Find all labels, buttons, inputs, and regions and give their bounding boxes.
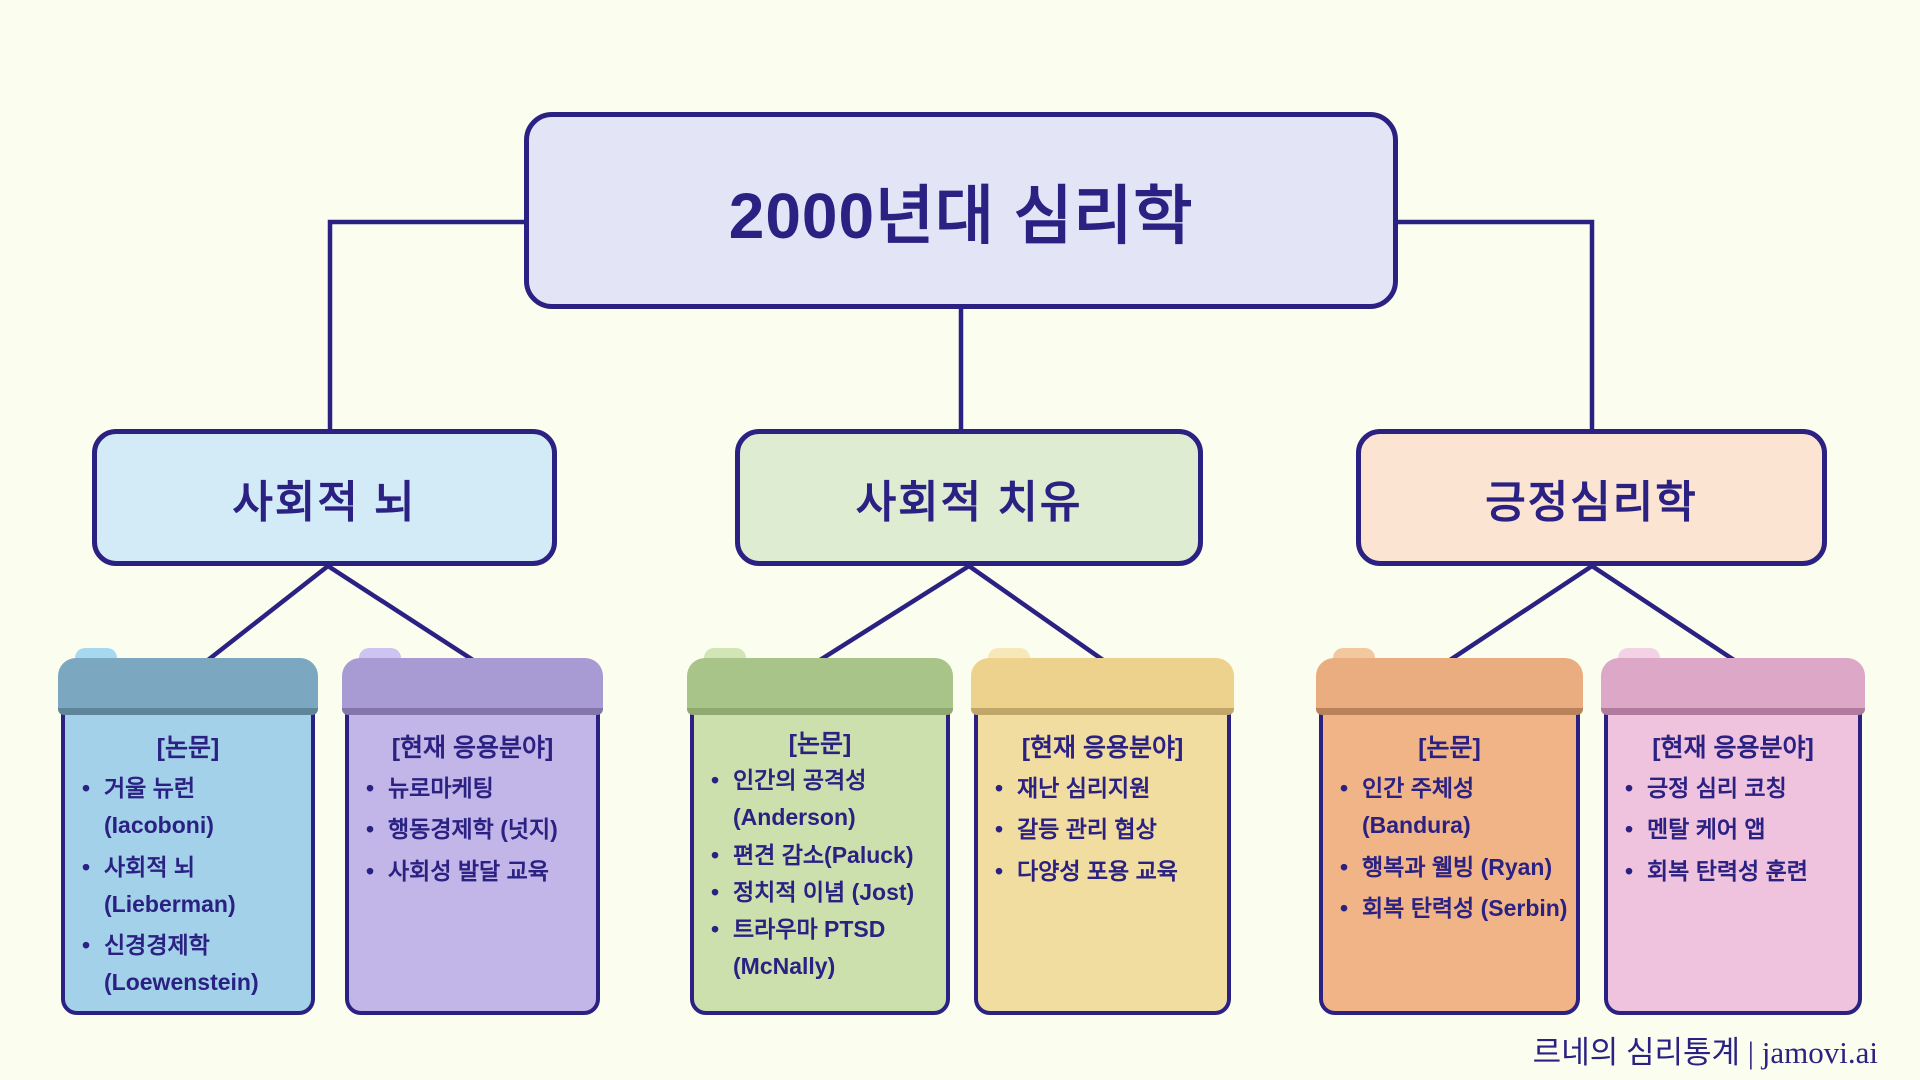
- card-heading: [논문]: [1418, 734, 1481, 762]
- list-item: 긍정 심리 코칭: [1616, 770, 1850, 808]
- note-body: [논문] 인간의 공격성 (Anderson)편견 감소(Paluck)정치적 …: [690, 684, 950, 1015]
- list-item: 회복 탄력성 (Serbin): [1331, 890, 1568, 928]
- note-body: [현재 응용분야] 재난 심리지원갈등 관리 협상다양성 포용 교육: [974, 684, 1231, 1015]
- connector-social-brain-to-papers: [206, 564, 330, 662]
- note-card-positive-psychology-papers: [논문] 인간 주체성 (Bandura) 행복과 웰빙 (Ryan)회복 탄력성…: [1316, 648, 1583, 1015]
- list-item: 인간 주체성 (Bandura): [1331, 770, 1568, 845]
- connector-title-to-social-brain: [327, 219, 524, 431]
- card-heading: [현재 응용분야]: [1021, 734, 1184, 762]
- list-item: 재난 심리지원: [986, 770, 1219, 808]
- connector-positive-psychology-to-applications: [1590, 564, 1736, 662]
- root-node-title: 2000년대 심리학: [524, 112, 1398, 309]
- card-list: 긍정 심리 코칭멘탈 케어 앱회복 탄력성 훈련: [1616, 770, 1850, 890]
- branch-node-social-healing: 사회적 치유: [735, 429, 1203, 566]
- connector-title-to-positive-psychology: [1398, 219, 1595, 431]
- branch-label: 사회적 뇌: [232, 477, 417, 527]
- note-body: [논문] 인간 주체성 (Bandura) 행복과 웰빙 (Ryan)회복 탄력성…: [1319, 684, 1580, 1015]
- connector-social-healing-to-applications: [967, 564, 1105, 662]
- list-item: 뉴로마케팅: [357, 770, 588, 808]
- note-header-strip: [971, 658, 1234, 715]
- note-header-strip: [1316, 658, 1583, 715]
- connector-social-healing-to-papers: [818, 564, 971, 662]
- card-list: 인간 주체성 (Bandura) 행복과 웰빙 (Ryan)회복 탄력성 (Ser…: [1331, 770, 1568, 927]
- note-header-strip: [687, 658, 953, 715]
- list-item: 정치적 이념 (Jost): [702, 874, 938, 912]
- branch-label: 사회적 치유: [855, 477, 1083, 527]
- note-body: [현재 응용분야] 뉴로마케팅행동경제학 (넛지) 사회성 발달 교육: [345, 684, 600, 1015]
- branch-node-positive-psychology: 긍정심리학: [1356, 429, 1827, 566]
- note-card-social-healing-papers: [논문] 인간의 공격성 (Anderson)편견 감소(Paluck)정치적 …: [687, 648, 953, 1015]
- card-list: 거울 뉴런 (Iacoboni)사회적 뇌 (Lieberman)신경경제학 (…: [73, 770, 303, 1002]
- list-item: 편견 감소(Paluck): [702, 837, 938, 875]
- card-heading: [현재 응용분야]: [391, 734, 554, 762]
- note-header-strip: [1601, 658, 1865, 715]
- note-header-strip: [58, 658, 318, 715]
- note-body: [논문] 거울 뉴런 (Iacoboni)사회적 뇌 (Lieberman)신경…: [61, 684, 315, 1015]
- card-heading: [논문]: [156, 734, 220, 762]
- list-item: 행복과 웰빙 (Ryan): [1331, 849, 1568, 887]
- note-card-positive-psychology-applications: [현재 응용분야] 긍정 심리 코칭멘탈 케어 앱회복 탄력성 훈련: [1601, 648, 1865, 1015]
- note-header-strip: [342, 658, 603, 715]
- card-list: 인간의 공격성 (Anderson)편견 감소(Paluck)정치적 이념 (J…: [702, 762, 938, 986]
- list-item: 갈등 관리 협상: [986, 811, 1219, 849]
- card-heading: [논문]: [788, 730, 852, 758]
- list-item: 행동경제학 (넛지): [357, 811, 588, 849]
- card-list: 뉴로마케팅행동경제학 (넛지) 사회성 발달 교육: [357, 770, 588, 890]
- list-item: 트라우마 PTSD (McNally): [702, 911, 938, 986]
- connector-positive-psychology-to-papers: [1448, 564, 1594, 662]
- note-card-social-healing-applications: [현재 응용분야] 재난 심리지원갈등 관리 협상다양성 포용 교육: [971, 648, 1234, 1015]
- footer-credit: 르네의 심리통계 | jamovi.ai: [1532, 1035, 1878, 1070]
- note-body: [현재 응용분야] 긍정 심리 코칭멘탈 케어 앱회복 탄력성 훈련: [1604, 684, 1862, 1015]
- note-card-social-brain-applications: [현재 응용분야] 뉴로마케팅행동경제학 (넛지) 사회성 발달 교육: [342, 648, 603, 1015]
- root-title-text: 2000년대 심리학: [728, 179, 1194, 252]
- list-item: 신경경제학 (Loewenstein): [73, 927, 303, 1002]
- list-item: 거울 뉴런 (Iacoboni): [73, 770, 303, 845]
- card-heading: [현재 응용분야]: [1652, 734, 1814, 762]
- list-item: 멘탈 케어 앱: [1616, 811, 1850, 849]
- list-item: 사회성 발달 교육: [357, 853, 588, 891]
- list-item: 사회적 뇌 (Lieberman): [73, 849, 303, 924]
- card-list: 재난 심리지원갈등 관리 협상다양성 포용 교육: [986, 770, 1219, 890]
- list-item: 회복 탄력성 훈련: [1616, 853, 1850, 891]
- list-item: 다양성 포용 교육: [986, 853, 1219, 891]
- connector-social-brain-to-applications: [326, 564, 475, 662]
- list-item: 인간의 공격성 (Anderson): [702, 762, 938, 837]
- branch-label: 긍정심리학: [1485, 477, 1698, 527]
- branch-node-social-brain: 사회적 뇌: [92, 429, 557, 566]
- note-card-social-brain-papers: [논문] 거울 뉴런 (Iacoboni)사회적 뇌 (Lieberman)신경…: [58, 648, 318, 1015]
